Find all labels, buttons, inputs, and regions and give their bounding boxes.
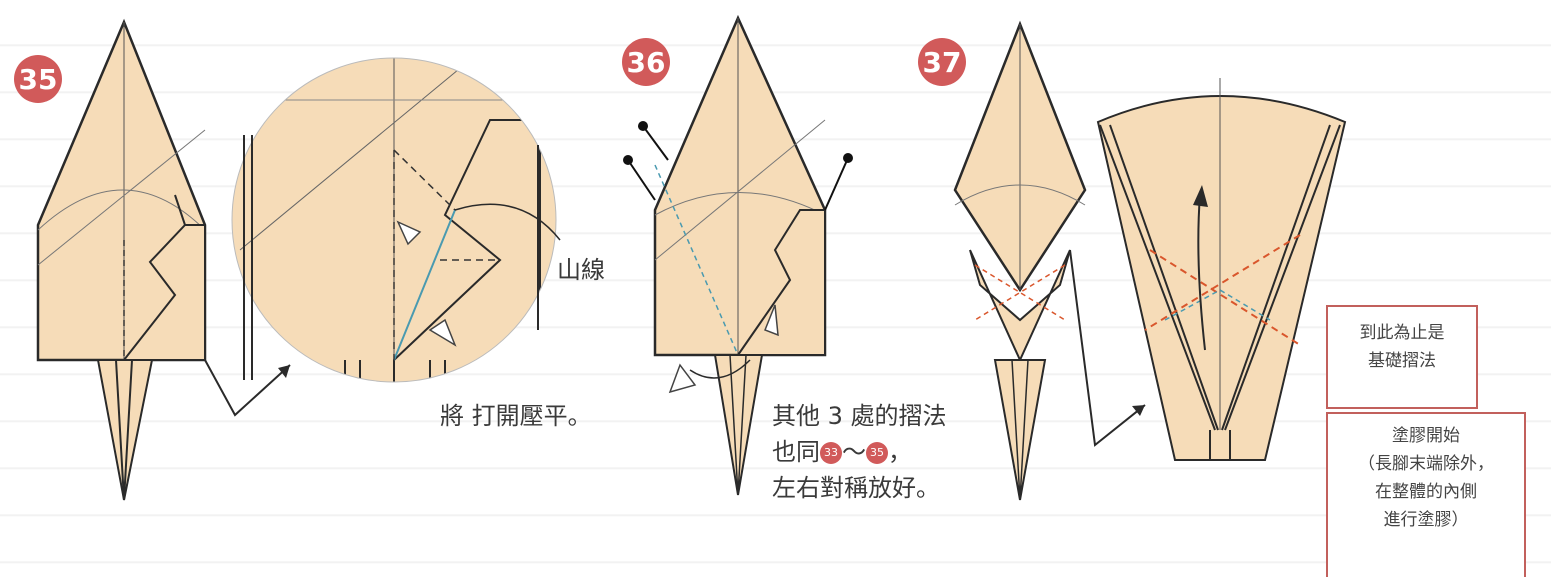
glue-line2: （長腳末端除外， xyxy=(1358,454,1494,474)
basic-fold-line1: 到此為止是 xyxy=(1359,323,1445,343)
step-37-badge: 37 xyxy=(918,38,966,86)
step-36-badge: 36 xyxy=(622,38,670,86)
glue-line3: 在整體的內側 xyxy=(1375,482,1477,502)
ref-step-end: 35 xyxy=(866,442,888,464)
zoom-arrow-37 xyxy=(1069,249,1146,447)
step-35-badge: 35 xyxy=(14,55,62,103)
tilde: ～ xyxy=(842,438,866,466)
step37-zoom xyxy=(1096,78,1347,461)
mountain-fold-label: 山線 xyxy=(557,256,605,284)
zoom-arrow xyxy=(204,359,291,417)
step36-figure xyxy=(623,14,853,496)
basic-fold-note: 到此為止是 基礎摺法 xyxy=(1326,305,1478,409)
step35-figure xyxy=(36,18,207,501)
ref-step-start: 33 xyxy=(820,442,842,464)
glue-start-note: 塗膠開始 （長腳末端除外， 在整體的內側 進行塗膠） xyxy=(1326,412,1526,577)
comma: ， xyxy=(888,438,912,466)
step35-zoom xyxy=(231,57,561,383)
basic-fold-line2: 基礎摺法 xyxy=(1368,351,1436,371)
step37-figure xyxy=(953,20,1087,501)
step36-line1: 其他 3 處的摺法 xyxy=(772,402,947,430)
step36-same-as: 也同 xyxy=(772,438,820,466)
glue-line4: 進行塗膠） xyxy=(1383,510,1469,530)
step35-instruction: 將 打開壓平。 xyxy=(440,402,592,430)
step36-line3: 左右對稱放好。 xyxy=(772,474,940,502)
glue-line1: 塗膠開始 xyxy=(1392,426,1460,446)
